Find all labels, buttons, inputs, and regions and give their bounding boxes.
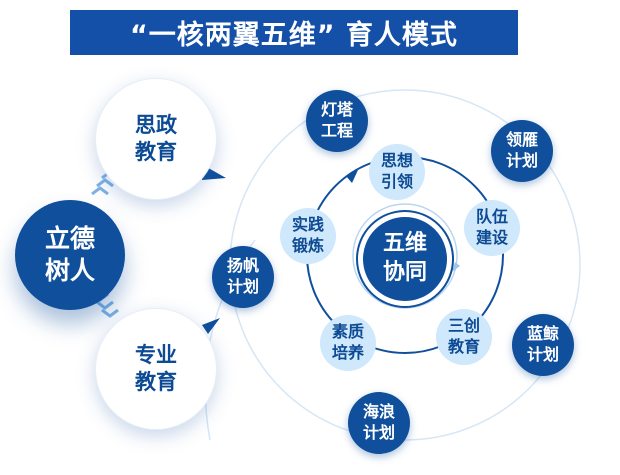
outer-node-2: 领雁 计划: [491, 120, 553, 182]
outer-node-3: 蓝鲸 计划: [512, 314, 574, 376]
inner-node-label: 思想 引领: [380, 151, 413, 191]
inner-ring: [352, 203, 458, 309]
inner-node-label: 队伍 建设: [475, 207, 508, 247]
inner-node-1: 思想 引领: [369, 144, 425, 200]
inner-node-label: 三创 教育: [447, 316, 480, 356]
wing-top-node: 思政 教育: [95, 78, 217, 200]
ring-arrow-top: [346, 170, 358, 183]
inner-node-5: 实践 锻炼: [280, 208, 336, 264]
core-node: 立德 树人: [15, 200, 125, 310]
page-title: “一核两翼五维” 育人模式: [130, 20, 458, 51]
core-label: 立德 树人: [44, 223, 95, 286]
wing-bottom-pointer: [202, 318, 220, 334]
outer-node-5: 扬帆 计划: [212, 246, 274, 308]
inner-node-3: 三创 教育: [436, 309, 492, 365]
inner-node-4: 素质 培养: [320, 315, 376, 371]
center-node: 五维 协同: [358, 212, 452, 306]
outer-node-label: 灯塔 工程: [320, 100, 353, 140]
inner-arrow: [452, 262, 460, 272]
center-label: 五维 协同: [382, 231, 427, 285]
outer-node-4: 海浪 计划: [348, 392, 410, 454]
wing-top-label: 思政 教育: [135, 112, 177, 164]
outer-node-label: 蓝鲸 计划: [526, 324, 559, 364]
wing-bottom-label: 专业 教育: [135, 342, 177, 394]
wing-bottom-node: 专业 教育: [95, 308, 217, 430]
outer-node-1: 灯塔 工程: [306, 90, 368, 152]
inner-node-label: 实践 锻炼: [291, 215, 324, 255]
outer-node-label: 扬帆 计划: [226, 256, 259, 296]
title-banner: “一核两翼五维” 育人模式: [70, 10, 518, 55]
inner-node-label: 素质 培养: [331, 322, 364, 362]
inner-node-2: 队伍 建设: [464, 200, 520, 256]
outer-node-label: 海浪 计划: [362, 402, 395, 442]
outer-node-label: 领雁 计划: [505, 130, 538, 170]
